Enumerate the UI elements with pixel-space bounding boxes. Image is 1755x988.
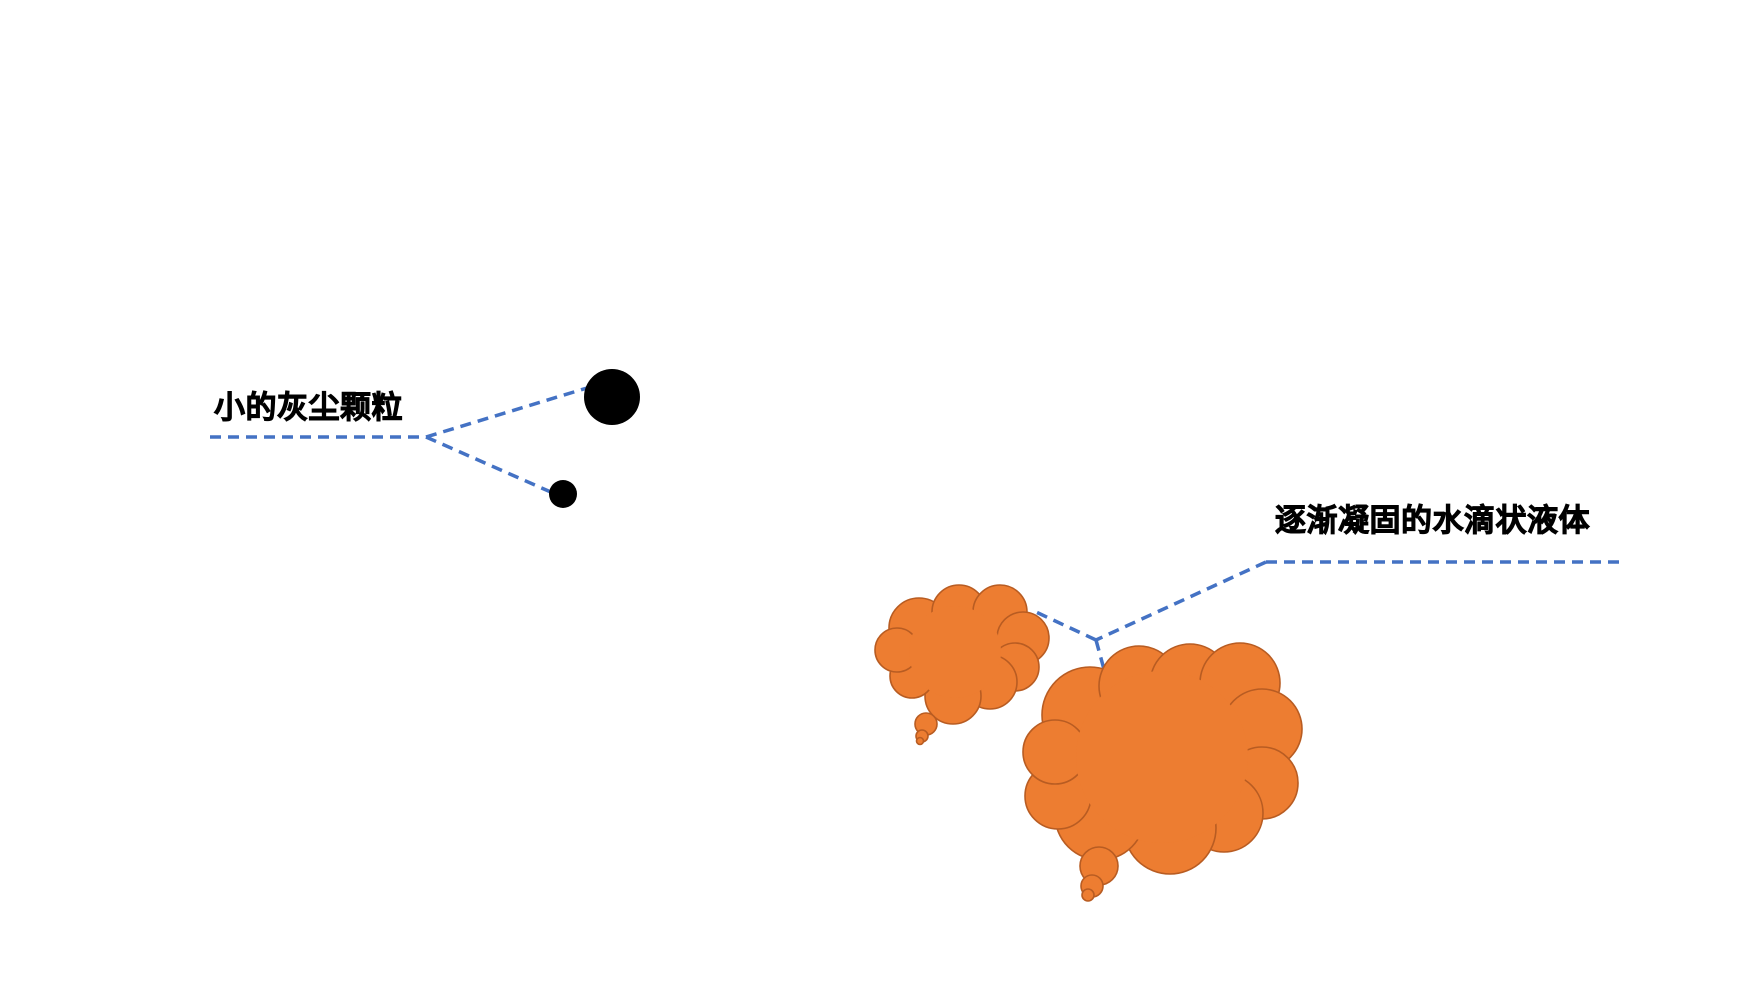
large-dust-particle [584, 369, 640, 425]
cloud-tail-bubble [915, 736, 925, 746]
dust-leader-lines [210, 386, 588, 495]
droplet-liquid-label: 逐渐凝固的水滴状液体 [1275, 503, 1590, 539]
cloud-core [1076, 671, 1248, 843]
large-droplet-cloud [1022, 642, 1303, 902]
cloud-core [909, 606, 1001, 698]
small-dust-particle [549, 480, 577, 508]
droplet-leader-to-small-droplet [1035, 610, 1097, 642]
dust-leader-to-large-particle [425, 386, 588, 439]
dust-leader-to-small-particle [425, 435, 554, 495]
small-droplet-cloud [874, 584, 1050, 746]
cloud-tail-bubble [1081, 888, 1095, 902]
dust-particles-label: 小的灰尘颗粒 [214, 390, 403, 426]
droplet-leader-diagonal [1095, 560, 1267, 642]
